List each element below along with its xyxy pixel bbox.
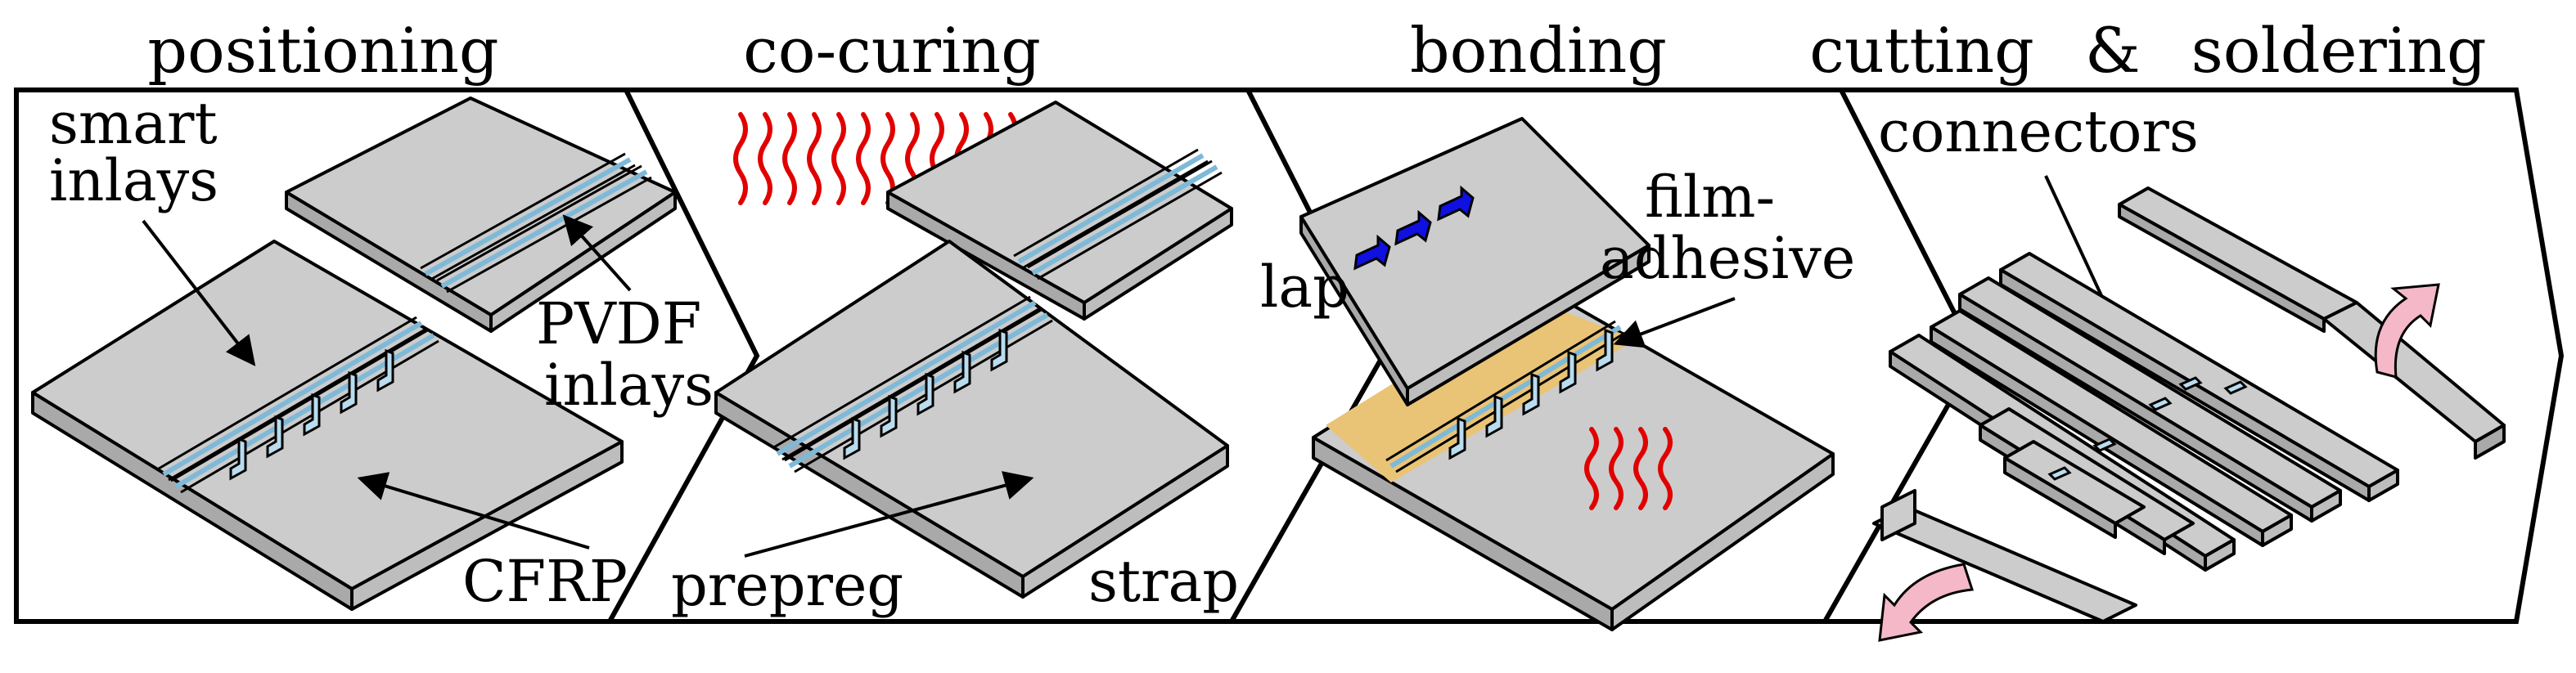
step-title-cutting-soldering: cutting & soldering: [1809, 14, 2486, 87]
panel-cutting-soldering: connectors: [1872, 98, 2506, 642]
film-adhesive-layer: [1326, 298, 1637, 482]
label-lap: lap: [1260, 253, 1349, 321]
connector-pad: [2148, 397, 2173, 411]
connector-pad: [2092, 437, 2117, 452]
arrow-smart-inlays: [142, 219, 256, 366]
label-connectors: connectors: [1878, 98, 2199, 165]
panel-bonding: lap film- adhesive: [1260, 117, 1855, 631]
label-strap: strap: [1088, 548, 1239, 615]
label-smart: smart: [49, 90, 218, 157]
cured-inlay-plate: [886, 101, 1233, 321]
pvdf-inlay-plate: [285, 96, 677, 333]
prepreg-plate: [714, 240, 1229, 599]
label-pvdf-inlays: inlays: [544, 352, 714, 419]
cfrp-plate: [31, 240, 624, 611]
step-title-positioning: positioning: [147, 14, 498, 87]
press-arrows: [1353, 185, 1475, 271]
arrow-cfrp: [357, 472, 590, 550]
label-film: film-: [1645, 164, 1775, 231]
cut-strips: [1872, 186, 2506, 623]
step-title-co-curing: co-curing: [743, 14, 1041, 87]
connector-pad: [2223, 380, 2248, 395]
label-prepreg: prepreg: [671, 552, 903, 619]
panel-co-curing: prepreg strap: [671, 101, 1239, 619]
arrow-pvdf: [562, 214, 632, 292]
connector-pad: [2047, 466, 2072, 481]
bend-arrow-icon: [1878, 563, 1974, 642]
heat-waves-bottom: [1584, 427, 1673, 510]
step-title-bonding: bonding: [1410, 14, 1667, 87]
label-inlays: inlays: [49, 147, 218, 214]
press-arrow-icon: [1394, 209, 1432, 246]
lap-plate: [1299, 117, 1651, 406]
panel-positioning: smart inlays PVDF inlays CFRP: [31, 90, 714, 615]
label-pvdf: PVDF: [536, 290, 701, 357]
press-arrow-icon: [1353, 234, 1391, 271]
bend-arrow-icon: [2374, 283, 2440, 379]
arrow-prepreg: [744, 471, 1034, 558]
label-cfrp: CFRP: [462, 548, 628, 615]
arrow-film-adhesive: [1613, 297, 1736, 348]
label-adhesive: adhesive: [1600, 225, 1855, 292]
press-arrow-icon: [1437, 185, 1475, 222]
connector-pad: [2178, 376, 2203, 391]
